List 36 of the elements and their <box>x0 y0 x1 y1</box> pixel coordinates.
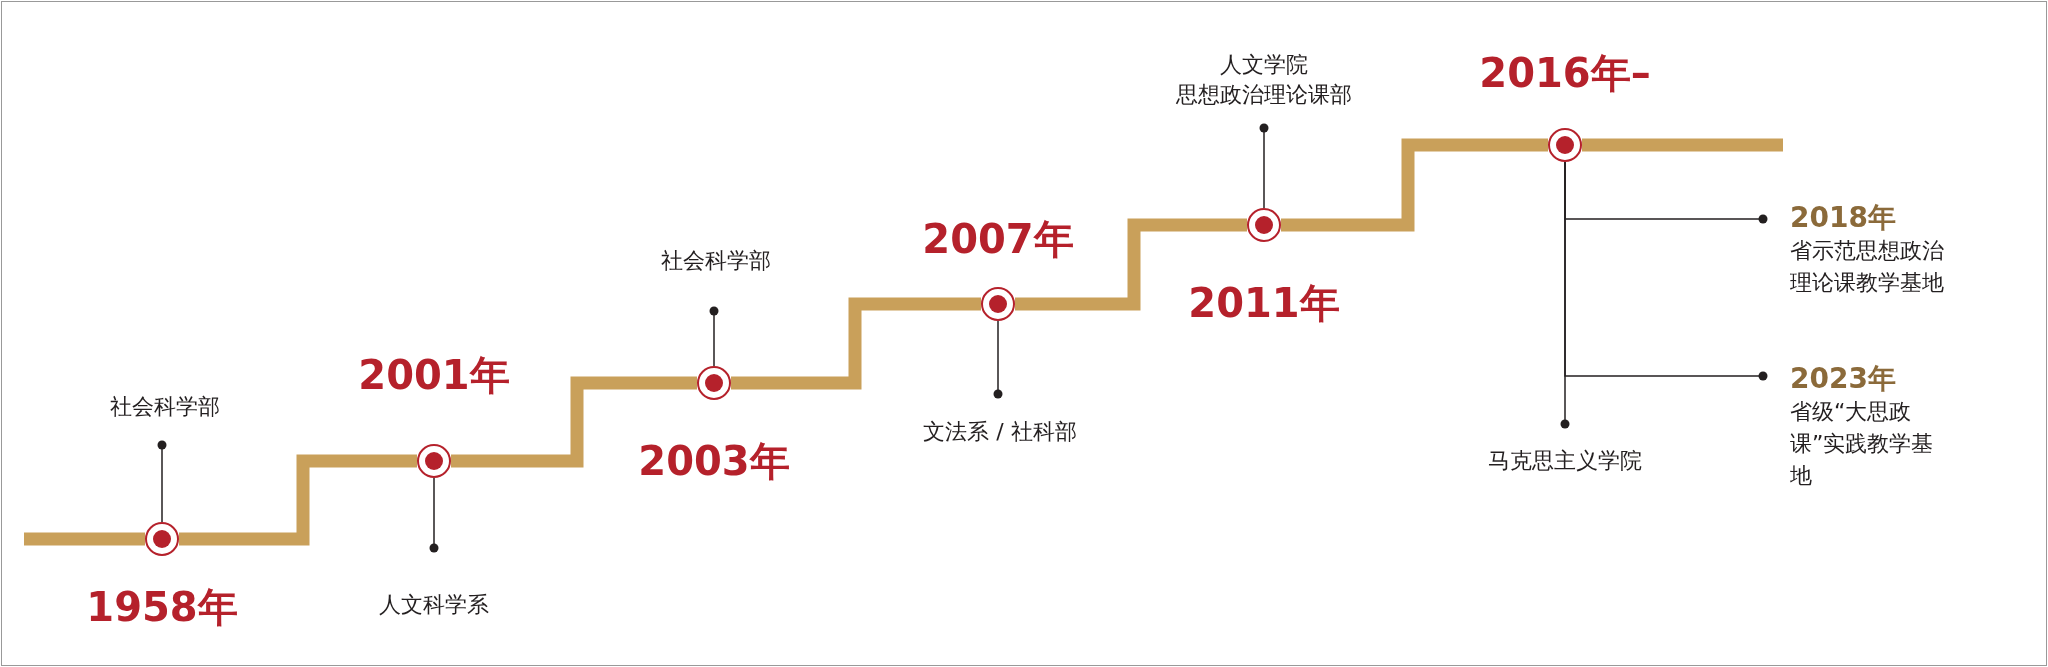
leader-line <box>1564 161 1768 381</box>
year-label: 2001年 <box>358 350 510 400</box>
unit-label: 马克思主义学院 <box>1488 446 1642 476</box>
unit-label: 社会科学部 <box>661 246 771 276</box>
year-label: 2007年 <box>922 214 1074 264</box>
timeline-step-line <box>179 454 417 546</box>
timeline-step-line <box>1015 218 1247 311</box>
timeline-step-line <box>1582 138 1783 152</box>
timeline-step-line <box>1281 138 1548 232</box>
description-text: 省级“大思政课”实践教学基地 <box>1790 398 1935 490</box>
unit-label: 社会科学部 <box>110 392 220 422</box>
timeline-step-line <box>24 532 145 546</box>
unit-label: 人文学院 <box>1219 51 1309 79</box>
description-text: 省示范思想政治理论课教学基地 <box>1790 237 1945 297</box>
leader-line <box>709 306 719 367</box>
timeline-marker <box>1246 207 1282 243</box>
leader-line <box>157 440 167 523</box>
timeline-marker <box>144 521 180 557</box>
year-label: 2003年 <box>638 436 790 486</box>
leader-line <box>429 477 439 553</box>
year-label: 2023年 <box>1790 362 1897 396</box>
leader-line <box>1259 123 1269 209</box>
year-label: 2011年 <box>1188 278 1340 328</box>
year-label: 2018年 <box>1790 201 1897 235</box>
unit-label: 文法系 / 社科部 <box>923 417 1077 447</box>
unit-label: 思想政治理论课部 <box>1176 81 1352 109</box>
unit-label: 人文科学系 <box>379 590 489 620</box>
timeline-marker <box>980 286 1016 322</box>
timeline-step-line <box>731 297 981 390</box>
timeline-marker <box>416 443 452 479</box>
leader-line <box>993 320 1003 399</box>
year-label: 2016年– <box>1479 48 1651 98</box>
timeline-step-line <box>451 376 697 468</box>
timeline-marker <box>696 365 732 401</box>
year-label: 1958年 <box>86 582 238 632</box>
timeline-marker <box>1547 127 1583 163</box>
